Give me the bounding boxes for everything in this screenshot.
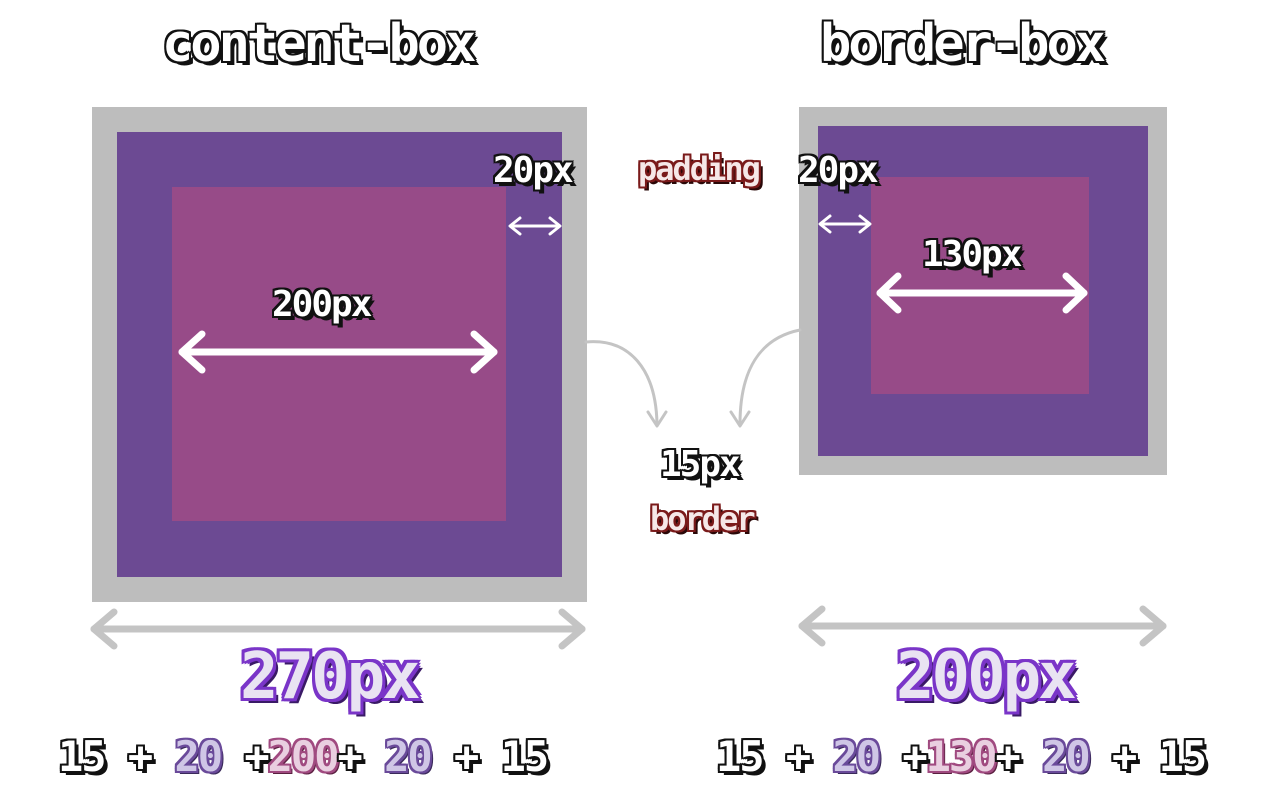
border-value-label: 15px: [660, 444, 741, 485]
content-box-padding-label: 20px: [493, 150, 574, 191]
content-box-total: 270px: [240, 640, 421, 714]
border-label: border: [650, 500, 756, 538]
sum-padding-right: 20: [384, 732, 433, 781]
border-curve-arrow-left: [584, 340, 668, 428]
sum-padding-left: 20: [174, 732, 223, 781]
sum-plus: +: [995, 732, 1021, 781]
sum-plus: +: [785, 732, 811, 781]
border-box-width-label: 130px: [922, 234, 1022, 275]
border-box-title: border-box: [820, 14, 1106, 74]
sum-plus: +: [127, 732, 153, 781]
sum-plus: +: [244, 732, 269, 781]
sum-border-left: 15: [58, 732, 107, 781]
padding-label: padding: [638, 150, 761, 188]
sum-plus: +: [902, 732, 927, 781]
sum-content: 200: [267, 732, 340, 781]
content-box-sum: 15 + 20 +200+ 20 + 15: [58, 732, 550, 781]
content-box-content: [172, 187, 506, 521]
border-box-total-arrow: [798, 605, 1167, 647]
sum-plus: +: [1111, 732, 1137, 781]
border-box-padding-label: 20px: [798, 150, 879, 191]
border-box-content: [871, 177, 1089, 394]
sum-border-right: 15: [500, 732, 550, 781]
border-box-total: 200px: [896, 640, 1077, 714]
content-box-title: content-box: [162, 14, 476, 74]
sum-padding-left: 20: [832, 732, 881, 781]
border-box-sum: 15 + 20 +130+ 20 + 15: [716, 732, 1208, 781]
sum-border-right: 15: [1158, 732, 1208, 781]
sum-padding-right: 20: [1042, 732, 1091, 781]
content-box-width-label: 200px: [272, 284, 372, 325]
border-curve-arrow-right: [729, 328, 802, 428]
sum-plus: +: [337, 732, 363, 781]
sum-content: 130: [925, 732, 998, 781]
sum-plus: +: [453, 732, 479, 781]
sum-border-left: 15: [716, 732, 765, 781]
